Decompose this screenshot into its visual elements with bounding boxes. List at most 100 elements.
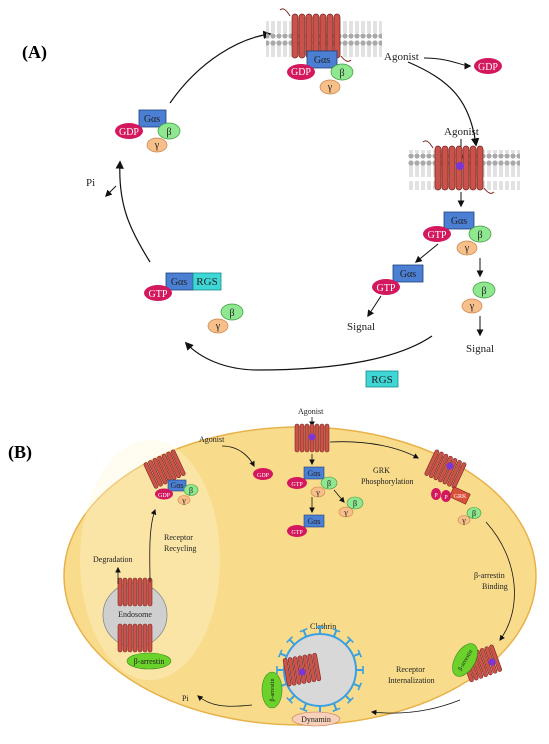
gtp-label-b1: GTP [291,482,303,488]
clathrin-spike-tip [278,649,283,658]
gtp-pill-active [423,226,451,242]
clathrin-spikes [276,626,364,714]
gamma-label-b2: γ [343,508,348,517]
clathrin-spike-tip [286,636,293,643]
clathrin-spike-tip [286,697,293,704]
barrestin-vesicle [261,671,283,709]
clathrin-spike-tip [347,636,354,643]
gtp-label-active: GTP [428,230,447,241]
beta-rgs [220,303,244,321]
pi-label-b: Pi [182,694,189,703]
gdp-pill-inactive [115,123,143,139]
beta-label-free: β [481,286,486,297]
galpha-box-b2 [303,514,325,528]
gdp-pill-b-left [155,488,173,500]
gamma-active [456,240,478,256]
agonist-label-b-top: Agonist [298,407,324,416]
agonist-bound-mid [456,162,464,170]
receptor-endosome-top [117,577,153,607]
galpha-label-b2: Gαs [307,517,320,526]
clathrin-spike-tip [299,707,308,712]
galpha-box-b1 [303,466,325,480]
gtp-label-rgs: GTP [149,289,168,300]
beta-label-rgs: β [229,308,234,319]
beta-label-b1: β [327,479,331,488]
gtp-label-b2: GTP [291,530,303,536]
rgs-box-free [365,370,399,388]
agonist-bound-b-top [308,433,316,441]
p-label-2: P [444,495,448,501]
galpha-box-b-left [167,479,187,492]
galpha-box-active [443,211,475,230]
gamma-label-top: γ [327,82,333,93]
beta-b2 [346,496,364,510]
beta-b-right [466,507,482,519]
recycling-label-2: Recycling [164,544,196,553]
pi-arrow-a [105,185,117,197]
beta-label-top: β [339,68,344,79]
p-label-1: P [434,493,438,499]
beta-b1 [320,476,338,490]
agonist-arrow-b-left [221,445,255,468]
gamma-inactive [146,137,168,153]
beta-label-b2: β [353,499,357,508]
gamma-label-inactive: γ [154,140,160,151]
galpha-label-inactive: Gαs [144,114,160,125]
gamma-b2 [338,506,354,518]
beta-free [472,281,496,299]
endosome-label: Endosome [118,610,152,619]
agonist-bound-b-right [446,462,454,470]
gamma-label-active: γ [464,243,470,254]
clathrin-spike [352,652,361,658]
gtp-pill-free [372,279,400,295]
degradation-label: Degradation [93,555,133,564]
gdp-release-arrow [423,57,472,70]
clathrin-spike [344,694,352,702]
gamma-label-b-right: γ [461,516,466,525]
beta-label-b-right: β [472,509,476,518]
grk-phos-label-1: GRK [373,466,390,475]
agonist-label-top: Agonist [384,51,419,63]
clathrin-spike-tip [357,682,362,691]
p-pill-2 [441,490,451,502]
dynamin-ring [291,711,341,727]
signal-arrow-alpha [367,295,382,318]
rgs-box-complex [192,272,222,291]
cycle-arrow-bottom [184,335,433,371]
gamma-b-right [457,515,471,525]
gtp-pill-b2 [287,525,307,537]
dissoc-arrow-b-bg [333,489,345,503]
clathrin-spike-tip [299,628,308,633]
beta-active [468,225,492,243]
gdp-label-top: GDP [291,67,311,78]
gamma-b1 [310,486,326,498]
clathrin-spike [288,638,296,646]
gamma-label-b-left: γ [181,496,186,505]
rgs-label-complex: RGS [196,276,217,288]
cycle-arrow-top-right [407,61,480,147]
beta-b-left [183,484,199,496]
recycling-label-1: Receptor [164,533,193,542]
gdp-label-released: GDP [478,62,498,73]
beta-inactive [157,122,181,140]
gdp-pill-released [474,58,502,74]
gamma-top [319,79,341,95]
gamma-label-rgs: γ [215,321,221,332]
galpha-box-free [392,264,424,283]
cycle-arrow-left [115,160,151,263]
beta-label-inactive: β [166,127,171,138]
clathrin-spike [302,702,308,711]
internalization-label-1: Receptor [396,665,425,674]
gdp-pill-b-free [253,468,273,480]
galpha-box-inactive [138,109,167,128]
clathrin-spike-tip [347,697,354,704]
cycle-arrow-top-left [169,30,272,104]
galpha-box-top [306,50,338,69]
grk-box [448,486,471,505]
gdp-pill-top [287,64,315,80]
clathrin-spike [332,629,338,638]
rgs-label-free: RGS [371,374,392,386]
internalization-label-2: Internalization [388,676,435,685]
receptor-endosome-bottom [117,623,153,653]
